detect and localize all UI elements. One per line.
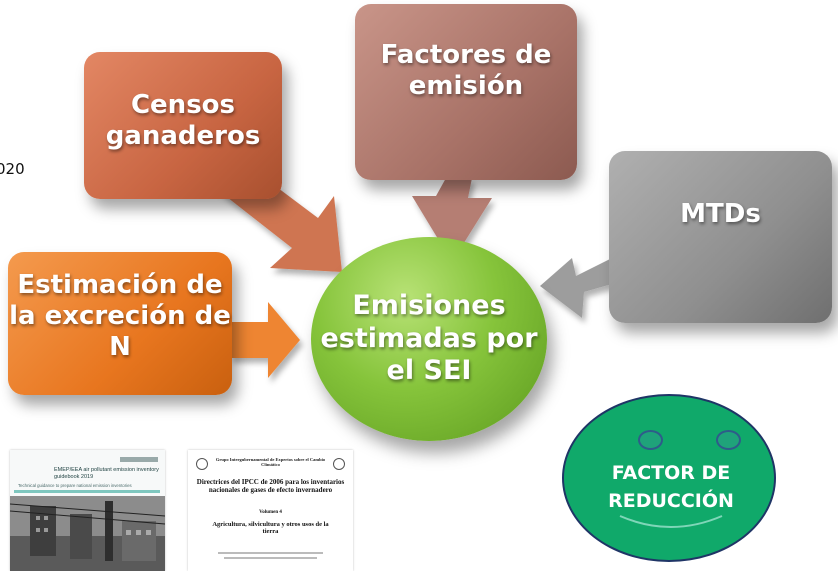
mtds-label: MTDs	[680, 199, 761, 229]
emisiones-circle: Emisiones estimadas por el SEI	[311, 237, 547, 441]
left-eye-icon	[638, 430, 663, 450]
eea-logo-icon	[120, 457, 158, 462]
emep-guidebook-thumbnail: EMEP/EEA air pollutant emission inventor…	[10, 450, 165, 571]
arrow-estimacion	[230, 302, 300, 378]
ipcc-guidelines-thumbnail: Grupo Intergubernamental de Expertos sob…	[188, 450, 353, 571]
arrow-factores	[412, 178, 492, 262]
ipcc-org-name: Grupo Intergubernamental de Expertos sob…	[215, 457, 326, 468]
ipcc-title: Directrices del IPCC de 2006 para los in…	[196, 478, 345, 495]
ipcc-volume: Volumen 4	[259, 510, 282, 515]
mtds-box: MTDs	[609, 151, 832, 323]
emep-divider	[14, 490, 160, 493]
industrial-photo	[10, 496, 165, 571]
factores-box: Factores de emisión	[355, 4, 577, 180]
arrow-mtds	[540, 258, 612, 318]
emep-title: EMEP/EEA air pollutant emission inventor…	[54, 467, 159, 480]
ipcc-editor-line	[218, 552, 323, 554]
estimacion-box: Estimación de la excreción de N	[8, 252, 232, 395]
arrow-censos	[218, 176, 342, 272]
ipcc-editor-line	[224, 557, 317, 559]
smiley-line2: REDUCCIÓN	[608, 489, 734, 512]
estimacion-label: Estimación de la excreción de N	[9, 270, 231, 363]
right-eye-icon	[716, 430, 741, 450]
factor-reduccion-smiley: FACTOR DE REDUCCIÓN	[562, 394, 776, 562]
smiley-text: FACTOR DE REDUCCIÓN	[564, 460, 778, 515]
smile-icon	[619, 515, 723, 528]
wmo-logo-icon	[196, 458, 208, 470]
unep-logo-icon	[333, 458, 345, 470]
smiley-line1: FACTOR DE	[611, 462, 731, 484]
emisiones-label: Emisiones estimadas por el SEI	[320, 290, 538, 387]
factores-label: Factores de emisión	[380, 40, 552, 102]
censos-box: Censos ganaderos	[84, 52, 282, 199]
emep-subtitle: Technical guidance to prepare national e…	[18, 483, 132, 488]
ipcc-volume-title: Agricultura, silvicultura y otros usos d…	[212, 521, 329, 536]
censos-label: Censos ganaderos	[105, 90, 261, 152]
cut-off-text: 020	[0, 160, 25, 178]
